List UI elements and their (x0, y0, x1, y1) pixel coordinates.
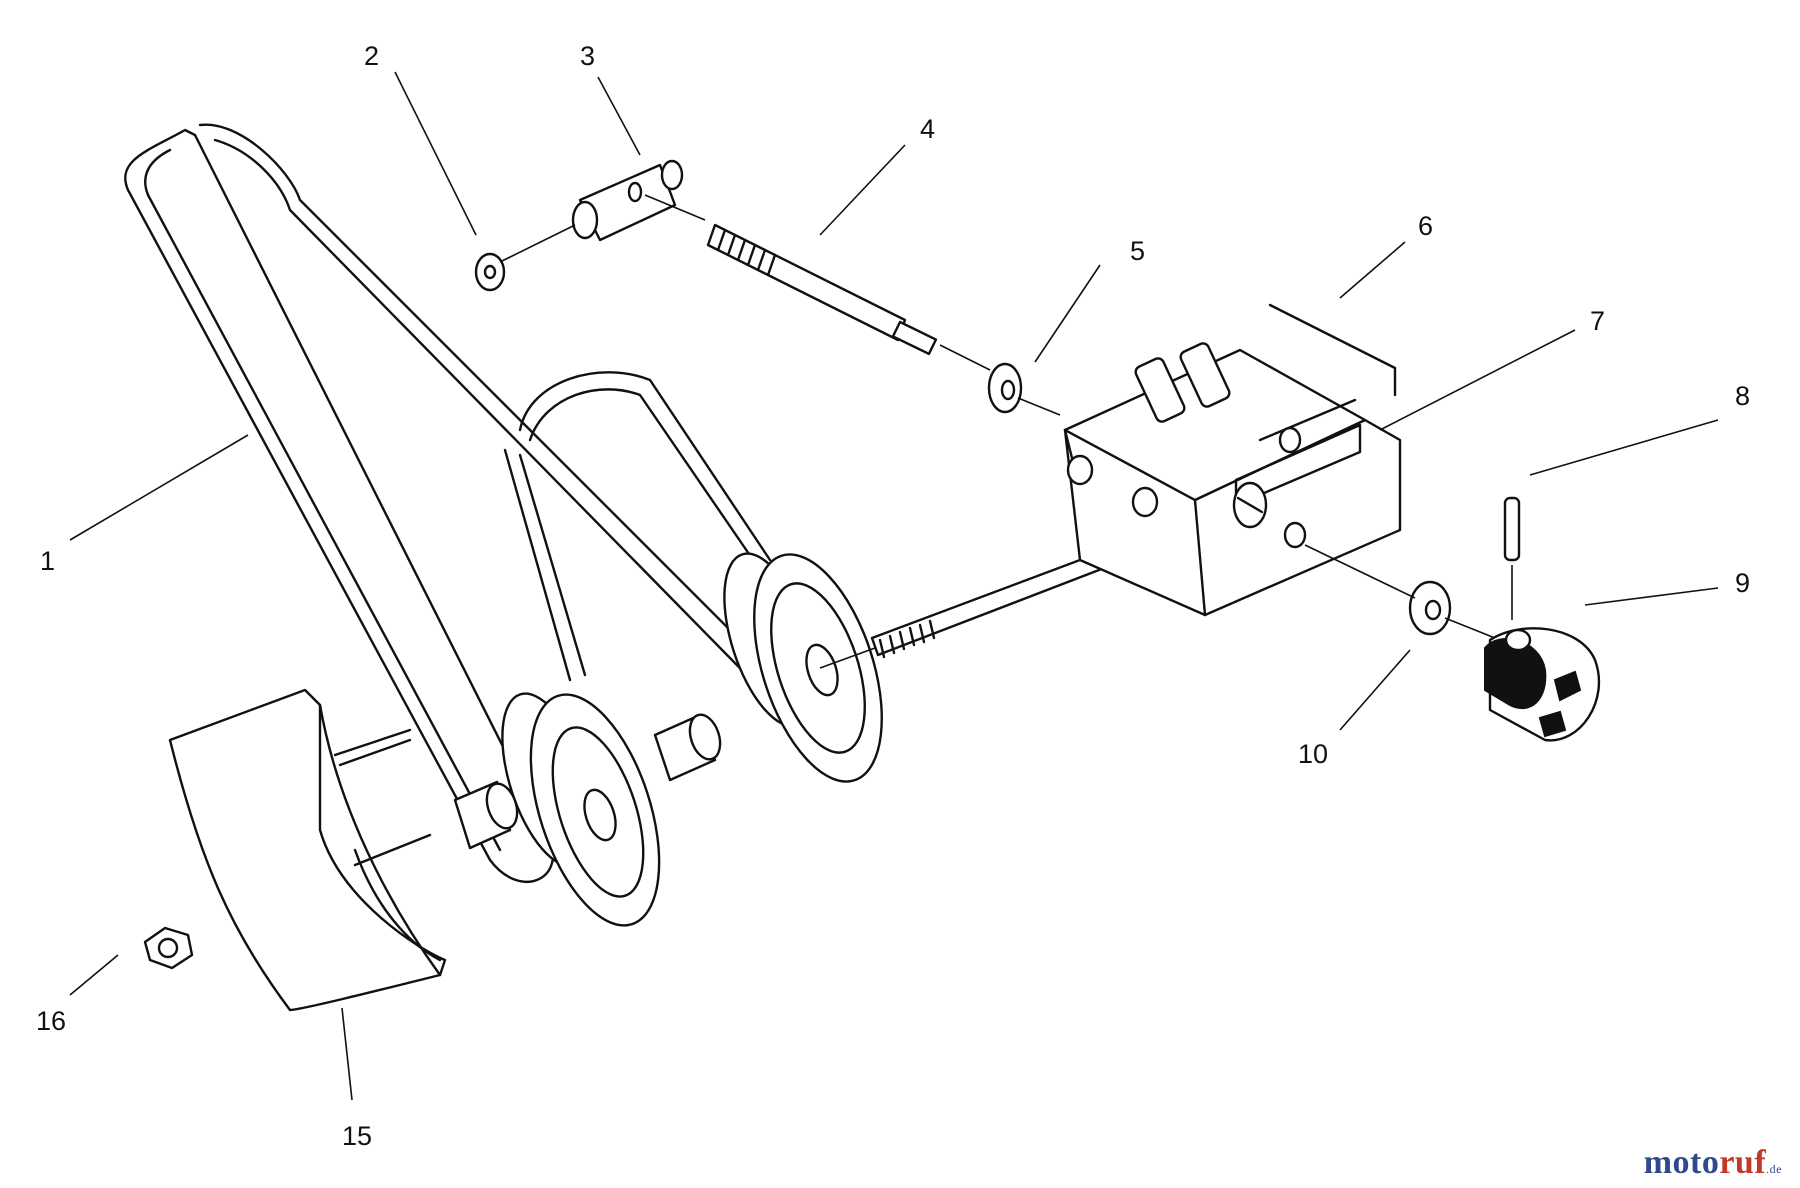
belt-guard (168, 688, 447, 1012)
watermark-logo: motoruf.de (1644, 1144, 1782, 1182)
watermark-accent: ruf (1719, 1144, 1767, 1181)
watermark-tld: .de (1766, 1162, 1782, 1176)
pin-8 (1503, 496, 1521, 620)
callout-3: 3 (580, 41, 595, 71)
clip-2 (474, 224, 576, 292)
callout-10: 10 (1298, 739, 1328, 769)
callout-7: 7 (1590, 306, 1605, 336)
bolt-4 (706, 223, 991, 371)
callout-15: 15 (342, 1121, 372, 1151)
bushing-left (453, 780, 519, 850)
callout-8: 8 (1735, 381, 1750, 411)
pulley-lower (501, 692, 661, 927)
callout-5: 5 (1130, 236, 1145, 266)
secondary-belt (503, 371, 772, 682)
callout-4: 4 (920, 114, 935, 144)
knob-9 (1484, 627, 1601, 742)
washer-5 (987, 362, 1061, 416)
callout-2: 2 (364, 41, 379, 71)
watermark-main: moto (1643, 1144, 1720, 1181)
washer-10 (1304, 544, 1501, 641)
callout-16: 16 (36, 1006, 66, 1036)
pulley-upper (723, 552, 883, 783)
callout-1: 1 (40, 546, 55, 576)
hex-nut-16 (143, 926, 194, 970)
callout-9: 9 (1735, 568, 1750, 598)
callout-6: 6 (1418, 211, 1433, 241)
bushing-right (653, 713, 722, 782)
leader-lines (69, 71, 1719, 1101)
swivel-block-3 (571, 159, 706, 242)
tensioner-housing (1063, 303, 1402, 617)
callout-labels: 1 2 3 4 5 6 7 8 9 10 15 16 (36, 41, 1750, 1151)
